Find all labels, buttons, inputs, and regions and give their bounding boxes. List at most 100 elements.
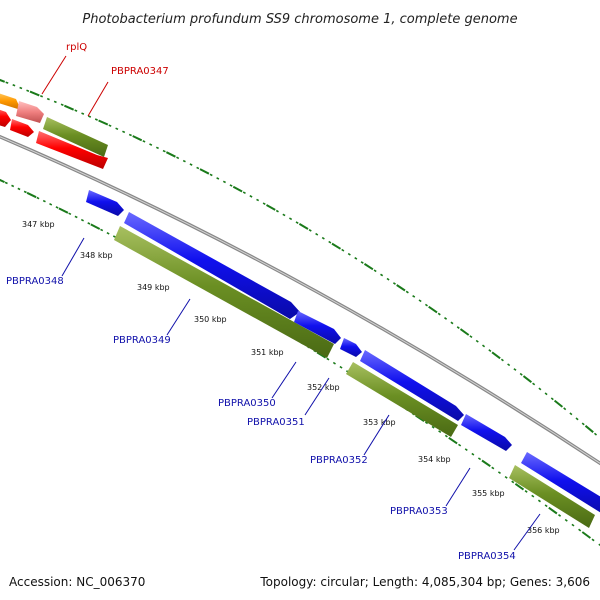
inner-tick-minor xyxy=(68,212,72,216)
inner-tick-minor xyxy=(471,452,475,456)
outer-tick-minor xyxy=(373,269,377,273)
accession-text: Accession: NC_006370 xyxy=(9,575,145,589)
outer-tick-minor xyxy=(544,392,548,396)
outer-tick-minor xyxy=(216,177,220,180)
gene-label-leader xyxy=(513,513,541,551)
gene-label-pbpra0347[interactable]: PBPRA0347 xyxy=(111,66,169,77)
inner-tick-minor xyxy=(106,231,110,235)
gene-label-leader xyxy=(271,361,297,399)
outer-tick-minor xyxy=(222,180,226,184)
gene-label-leader xyxy=(166,298,191,336)
pbpra0349-cds[interactable] xyxy=(124,212,300,319)
pbpra0347-gene[interactable] xyxy=(43,117,108,157)
outer-tick-minor xyxy=(328,240,332,244)
outer-tick-minor xyxy=(315,232,319,236)
outer-tick-minor xyxy=(321,236,325,240)
outer-tick-minor xyxy=(550,397,554,401)
kbp-label: 356 kbp xyxy=(527,526,560,535)
outer-tick-minor xyxy=(569,412,573,416)
rplq-gene-arrow[interactable] xyxy=(16,101,44,123)
inner-tick-minor xyxy=(326,357,330,361)
pbpra0348-cds[interactable] xyxy=(86,190,124,216)
outer-tick-minor xyxy=(450,321,454,325)
inner-tick-minor xyxy=(564,518,568,522)
red-cds-2[interactable] xyxy=(10,119,34,137)
outer-tick-minor xyxy=(380,273,384,277)
gene-label-pbpra0348[interactable]: PBPRA0348 xyxy=(6,276,64,287)
outer-tick-minor xyxy=(81,112,85,115)
gene-label-leader xyxy=(87,81,109,117)
kbp-label: 348 kbp xyxy=(80,251,113,260)
inner-tick-minor xyxy=(87,222,91,225)
outer-tick-minor xyxy=(182,159,186,163)
outer-tick-minor xyxy=(26,89,30,92)
gene-label-pbpra0352[interactable]: PBPRA0352 xyxy=(310,455,368,466)
inner-tick-minor xyxy=(431,425,435,429)
inner-tick-major xyxy=(90,223,101,230)
outer-tick-minor xyxy=(282,213,286,217)
outer-tick-major xyxy=(98,119,109,126)
inner-tick-minor xyxy=(558,514,562,517)
outer-tick-minor xyxy=(249,195,253,198)
inner-tick-track xyxy=(0,178,600,547)
pbpra0352-cds[interactable] xyxy=(360,350,464,421)
gene-label-leader xyxy=(445,467,471,507)
inner-tick-major xyxy=(26,191,37,199)
inner-tick-minor xyxy=(23,190,27,194)
outer-tick-minor xyxy=(482,344,486,348)
gene-label-pbpra0353[interactable]: PBPRA0353 xyxy=(390,506,448,517)
inner-tick-minor xyxy=(544,504,548,508)
kbp-label: 353 kbp xyxy=(363,418,396,427)
outer-tick-major xyxy=(363,263,374,271)
outer-tick-major xyxy=(165,151,176,158)
outer-tick-minor xyxy=(176,156,180,160)
outer-tick-minor xyxy=(229,184,233,187)
outer-tick-minor xyxy=(405,290,409,294)
outer-tick-major xyxy=(0,78,6,83)
outer-tick-minor xyxy=(593,432,598,436)
gene-label-leader xyxy=(41,55,67,95)
inner-tick-major xyxy=(58,207,69,214)
pbpra0354-gene[interactable] xyxy=(509,465,595,528)
outer-tick-minor xyxy=(386,277,390,281)
pbpra0350-cds[interactable] xyxy=(294,311,341,344)
pbpra0354-cds[interactable] xyxy=(521,452,600,516)
inner-tick-minor xyxy=(591,538,595,542)
outer-tick-minor xyxy=(209,173,213,177)
outer-tick-minor xyxy=(532,382,536,386)
inner-tick-minor xyxy=(17,187,21,191)
inner-tick-minor xyxy=(424,421,429,425)
red-cds-3[interactable] xyxy=(36,131,108,169)
outer-tick-major xyxy=(396,284,406,292)
pbpra0352-gene[interactable] xyxy=(346,362,458,437)
pbpra0353-cds[interactable] xyxy=(461,414,512,451)
outer-tick-minor xyxy=(262,202,266,206)
red-cds-1[interactable] xyxy=(0,108,11,127)
inner-tick-minor xyxy=(537,499,541,503)
kbp-label: 354 kbp xyxy=(418,455,451,464)
inner-tick-minor xyxy=(531,494,535,498)
orange-feature[interactable] xyxy=(0,92,21,110)
outer-tick-minor xyxy=(149,143,153,146)
backbone-highlight xyxy=(0,136,600,464)
outer-tick-minor xyxy=(354,257,358,260)
pbpra0349-gene[interactable] xyxy=(114,226,334,358)
gene-label-pbpra0354[interactable]: PBPRA0354 xyxy=(458,551,516,562)
inner-tick-major xyxy=(581,531,591,539)
inner-tick-minor xyxy=(112,235,116,238)
outer-tick-minor xyxy=(5,81,9,84)
outer-tick-minor xyxy=(155,146,159,150)
gene-label-rplq[interactable]: rplQ xyxy=(66,42,87,53)
gene-label-pbpra0350[interactable]: PBPRA0350 xyxy=(218,398,276,409)
kbp-label: 349 kbp xyxy=(137,283,170,292)
feature-track xyxy=(0,92,600,528)
pbpra0351-cds[interactable] xyxy=(340,338,362,357)
inner-tick-major xyxy=(448,436,458,445)
gene-label-pbpra0349[interactable]: PBPRA0349 xyxy=(113,335,171,346)
outer-tick-minor xyxy=(519,372,523,376)
gene-label-pbpra0351[interactable]: PBPRA0351 xyxy=(247,417,305,428)
outer-tick-minor xyxy=(424,303,428,307)
outer-tick-minor xyxy=(469,335,473,339)
